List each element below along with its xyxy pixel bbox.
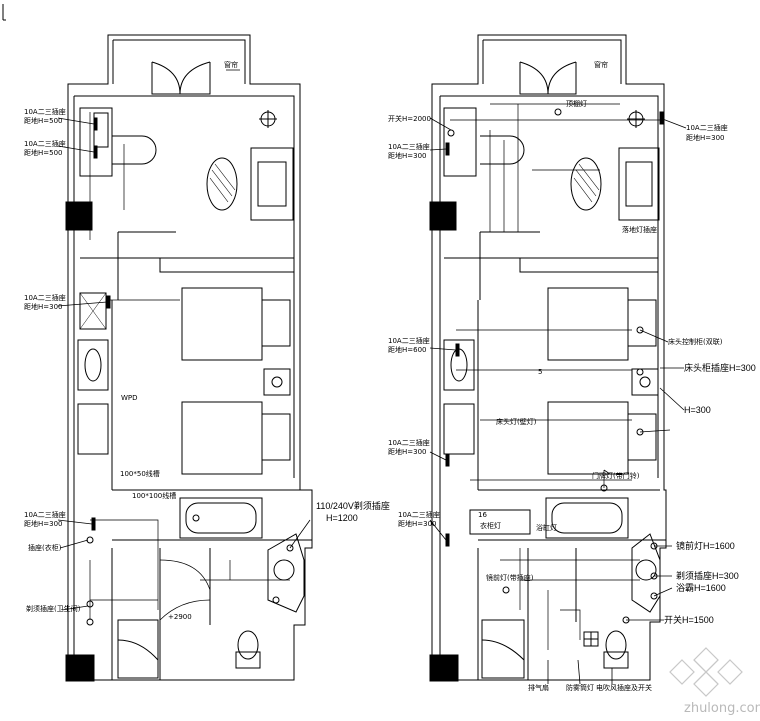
right-nightstand (631, 368, 659, 396)
left-column-lower (65, 654, 95, 682)
left-label-outlet-c-1: 10A二三插座 (24, 293, 66, 302)
left-balcony-door (151, 61, 211, 95)
right-label-outlet-tr-1: 10A二三插座 (686, 123, 728, 132)
left-label-top-right-door: 窗帘 (224, 60, 238, 69)
right-label-ceiling-light: 顶棚灯 (566, 99, 587, 108)
right-label-outlet-d-1: 10A二三插座 (398, 510, 440, 519)
right-label-h1600b: 浴霸H=1600 (676, 583, 726, 593)
right-label-outlet-a-1: 10A二三插座 (388, 142, 430, 151)
left-minibar (79, 107, 113, 177)
right-label-bath-light: 防雾筒灯 (566, 683, 594, 692)
right-luggage-rack (443, 403, 475, 455)
right-label-num5: 5 (538, 368, 542, 376)
right-bed-upper (547, 287, 629, 361)
left-sofa (250, 147, 294, 221)
right-column-lower (429, 654, 459, 682)
right-label-exhaust: 排气扇 (528, 683, 549, 692)
right-label-outlet-d-2: 距地H=300 (398, 519, 437, 528)
right-label-bath: 浴缸灯 (536, 523, 557, 532)
right-label-h300b: 剃须插座H=300 (676, 570, 739, 581)
left-label-outlet-d-2: 距地H=300 (24, 519, 63, 528)
right-balcony-door (519, 61, 577, 95)
right-label-outlet-c-2: 距地H=300 (388, 447, 427, 456)
right-vanity (631, 533, 661, 613)
right-label-mirror: 镜前灯(带插座) (486, 573, 534, 582)
left-label-socket-e: 插座(衣柜) (28, 543, 62, 552)
right-label-h1600a: 镜前灯H=1600 (676, 540, 735, 551)
right-armchair (480, 135, 525, 165)
right-floor-plan (429, 34, 667, 682)
left-column-upper (65, 201, 93, 231)
right-sofa (618, 147, 660, 221)
right-column-upper (429, 201, 457, 231)
left-label-dim-b: 100*100线槽 (132, 491, 176, 500)
right-outer-wall (431, 34, 667, 681)
right-label-outlet-b-1: 10A二三插座 (388, 336, 430, 345)
left-label-dim-a: 100*50线槽 (120, 469, 160, 478)
left-floor-plan (65, 34, 313, 682)
left-label-shaver-2: H=1200 (326, 513, 358, 523)
right-label-switch-h: 开关H=2000 (388, 114, 431, 123)
right-tv-cabinet (443, 339, 475, 391)
right-label-outlet-c-1: 10A二三插座 (388, 438, 430, 447)
left-label-socket-f: 剃须插座(卫生间) (26, 604, 81, 613)
right-label-cabinet: 衣柜灯 (480, 521, 501, 530)
left-label-bed-note: WPD (121, 394, 138, 402)
left-label-elev: +2900 (168, 613, 192, 621)
left-toilet (235, 651, 261, 669)
right-label-lamp: 床头灯(壁灯) (496, 417, 537, 426)
left-round-mirror (206, 157, 238, 211)
right-label-hairdryer: 电吹风插座及开关 (596, 683, 652, 692)
right-label-outlet-a-2: 距地H=300 (388, 151, 427, 160)
left-label-outlet-a-2: 距地H=500 (24, 116, 63, 125)
right-label-outlet-tr-2: 距地H=300 (686, 133, 725, 142)
right-cabinet-box (469, 509, 531, 535)
right-label-top-right-door: 窗帘 (594, 60, 608, 69)
right-label-desk-h: 床头柜插座H=300 (684, 362, 756, 373)
right-minibar (443, 107, 477, 177)
right-label-door: 门牌灯(带门铃) (592, 471, 640, 480)
right-round-mirror (570, 157, 602, 211)
right-shower (481, 619, 525, 679)
right-toilet (603, 651, 629, 669)
right-label-bedside: 床头控制柜(双联) (668, 337, 723, 346)
left-label-shaver-1: 110/240V剃须插座 (316, 500, 390, 511)
left-label-outlet-d-1: 10A二三插座 (24, 510, 66, 519)
left-tv-cabinet (77, 339, 109, 391)
left-label-outlet-a-1: 10A二三插座 (24, 107, 66, 116)
left-bed-upper (181, 287, 263, 361)
right-bathtub (545, 497, 629, 539)
left-wardrobe (79, 292, 107, 330)
right-label-outlet-b-2: 距地H=600 (388, 345, 427, 354)
right-label-num16: 16 (478, 511, 487, 519)
corner-mark (2, 4, 6, 21)
watermark-logo (669, 647, 743, 697)
left-label-outlet-b-2: 距地H=500 (24, 148, 63, 157)
left-luggage-rack (77, 403, 109, 455)
left-label-outlet-b-1: 10A二三插座 (24, 139, 66, 148)
right-label-h300: H=300 (684, 405, 711, 415)
left-label-outlet-c-2: 距地H=300 (24, 302, 63, 311)
left-shower (117, 619, 159, 679)
left-bathtub (179, 497, 263, 539)
right-bed-lower (547, 401, 629, 475)
left-nightstand (263, 368, 291, 396)
left-armchair (112, 135, 157, 165)
watermark-text: zhulong.com (684, 701, 760, 716)
left-outer-wall (67, 34, 313, 681)
right-label-h1500: 开关H=1500 (664, 614, 714, 625)
right-label-floor-lamp: 落地灯插座 (622, 225, 657, 234)
left-vanity (267, 533, 305, 613)
left-bed-lower (181, 401, 263, 475)
